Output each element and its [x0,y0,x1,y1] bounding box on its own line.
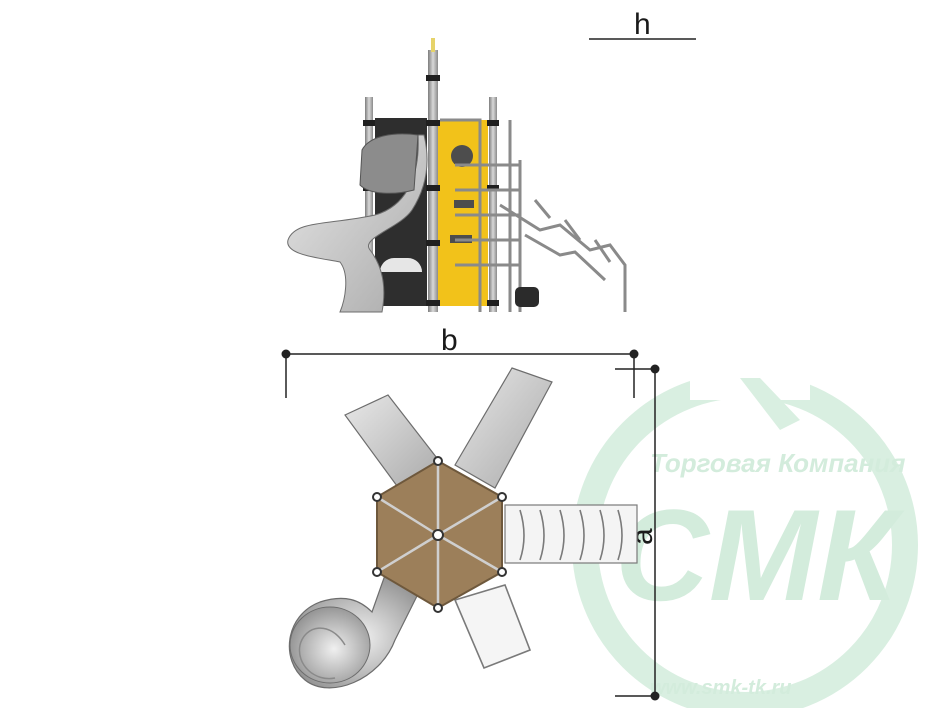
watermark-brand: СМК [615,482,905,628]
side-view [287,38,627,313]
width-dimension-dot-right [629,349,639,359]
exit-step [515,287,539,307]
climbing-ladder-side [440,118,627,312]
panel-yellow-slot-1 [454,200,474,208]
post-right [489,97,497,312]
post-left [365,97,373,312]
spiral-slide-hood [359,133,419,194]
spiral-slide-side [287,134,428,313]
watermark-url: www.smk-tk.ru [650,677,792,699]
watermark-company: Торговая Компания [650,448,905,478]
entry-frame-lower-right [453,584,532,670]
width-label: b [441,324,458,357]
deck-posts [372,456,507,613]
slide-upper-right [454,367,553,489]
depth-dimension-dot-top [650,364,660,374]
top-view [288,367,638,689]
panel-yellow-porthole [451,145,473,167]
width-dimension-dot-left [281,349,291,359]
depth-dimension-dot-bottom [650,691,660,701]
spiral-slide-center [289,606,371,684]
spiral-slide-swirl [298,627,346,680]
width-dimension: b [281,324,639,398]
panel-dark-window-shade [380,272,422,288]
hex-deck-frame [376,461,503,608]
ladder-top-view [504,504,638,564]
flag-pole-tip [431,38,435,52]
watermark: Торговая Компания СМК www.smk-tk.ru [572,370,918,708]
height-label: h [634,8,651,41]
flag-pole [428,50,438,312]
watermark-tick [740,378,800,430]
height-dimension: h [589,8,696,41]
